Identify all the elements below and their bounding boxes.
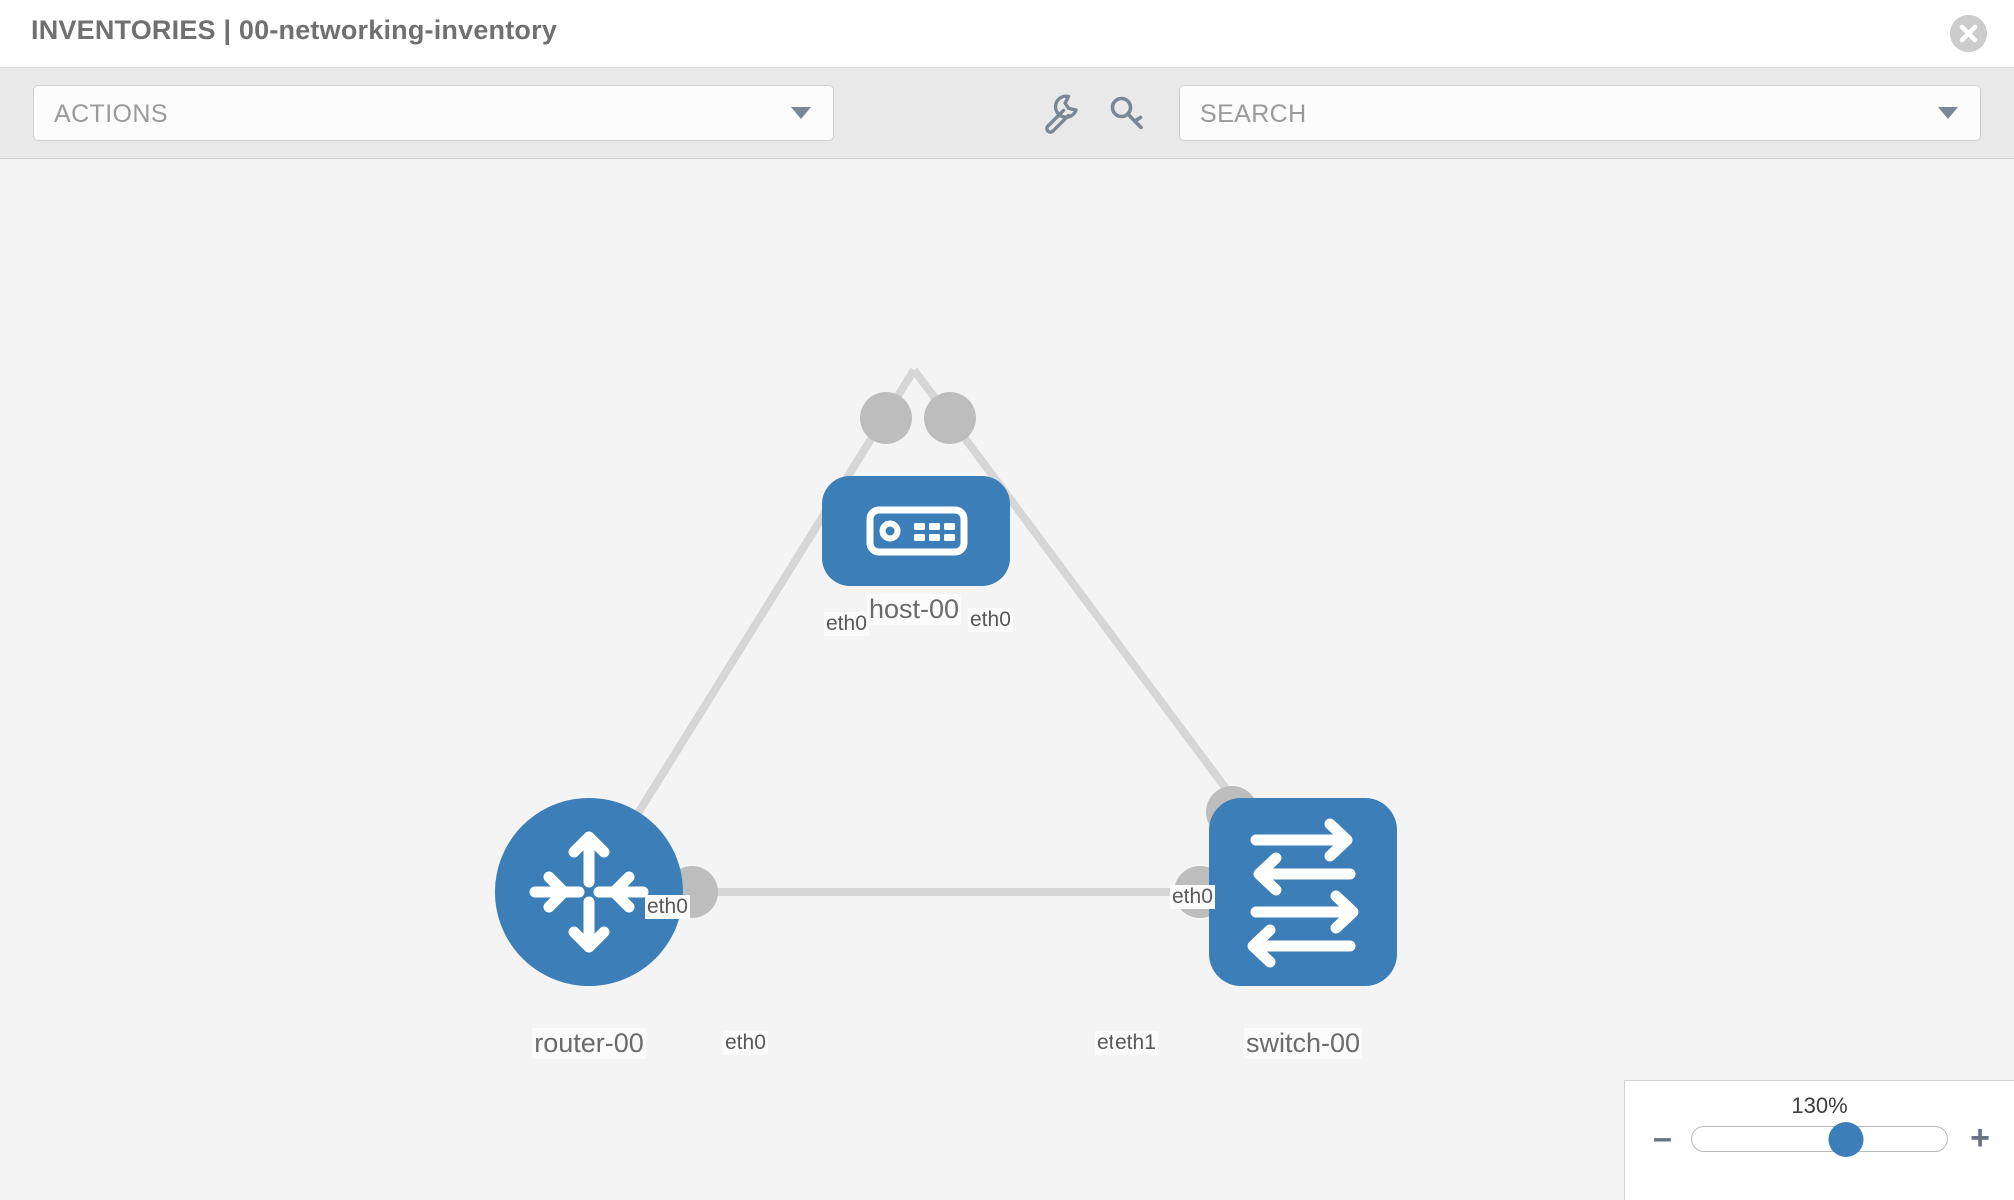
switch-arrows-icon [1247, 818, 1359, 968]
iface-label-switch00-eth1: eth1 [1113, 1031, 1158, 1055]
search-input[interactable]: SEARCH [1179, 85, 1981, 141]
zoom-out-button[interactable]: – [1653, 1119, 1672, 1157]
key-icon[interactable] [1105, 90, 1151, 136]
zoom-control-panel: 130% – + [1624, 1080, 2014, 1200]
node-host-00 [822, 476, 1010, 586]
zoom-in-button[interactable]: + [1970, 1119, 1990, 1157]
topology-connectors [666, 392, 1258, 918]
close-icon[interactable] [1950, 15, 1987, 52]
iface-label-switch00-uplink-eth0: eth0 [1170, 885, 1215, 909]
actions-dropdown[interactable]: ACTIONS [33, 85, 834, 141]
search-placeholder: SEARCH [1200, 100, 1307, 128]
topology-canvas[interactable]: host-00 router-00 switch-00 eth0 eth0 et… [0, 160, 2014, 1200]
node-router-00 [495, 798, 683, 986]
link-host00-router00 [585, 367, 918, 895]
chevron-down-icon[interactable] [1938, 107, 1958, 119]
server-icon [866, 506, 968, 556]
zoom-level-value: 130% [1791, 1093, 1848, 1118]
iface-label-router00-eth0: eth0 [723, 1031, 768, 1055]
topology-graph [495, 367, 1397, 986]
actions-dropdown-label: ACTIONS [54, 100, 168, 128]
node-label-switch-00: switch-00 [1243, 1028, 1363, 1059]
zoom-slider[interactable] [1691, 1122, 1948, 1157]
node-label-host-00: host-00 [866, 594, 962, 625]
connector-host00-eth0-right [924, 392, 976, 444]
node-switch-00 [1209, 798, 1397, 986]
iface-label-host00-eth0-right: eth0 [968, 608, 1013, 632]
wrench-icon[interactable] [1037, 90, 1083, 136]
iface-label-router00-uplink-eth0: eth0 [645, 895, 690, 919]
connector-host00-eth0-left [860, 392, 912, 444]
node-label-router-00: router-00 [532, 1028, 646, 1059]
page-header: INVENTORIES | 00-networking-inventory [0, 0, 2014, 68]
chevron-down-icon [791, 107, 811, 119]
router-arrows-icon [529, 831, 649, 953]
zoom-slider-thumb[interactable] [1828, 1122, 1864, 1157]
iface-label-host00-eth0-left: eth0 [824, 612, 869, 636]
page-title: INVENTORIES | 00-networking-inventory [31, 15, 558, 45]
topology-links [585, 367, 1307, 896]
toolbar: ACTIONS SEARCH [0, 68, 2014, 159]
